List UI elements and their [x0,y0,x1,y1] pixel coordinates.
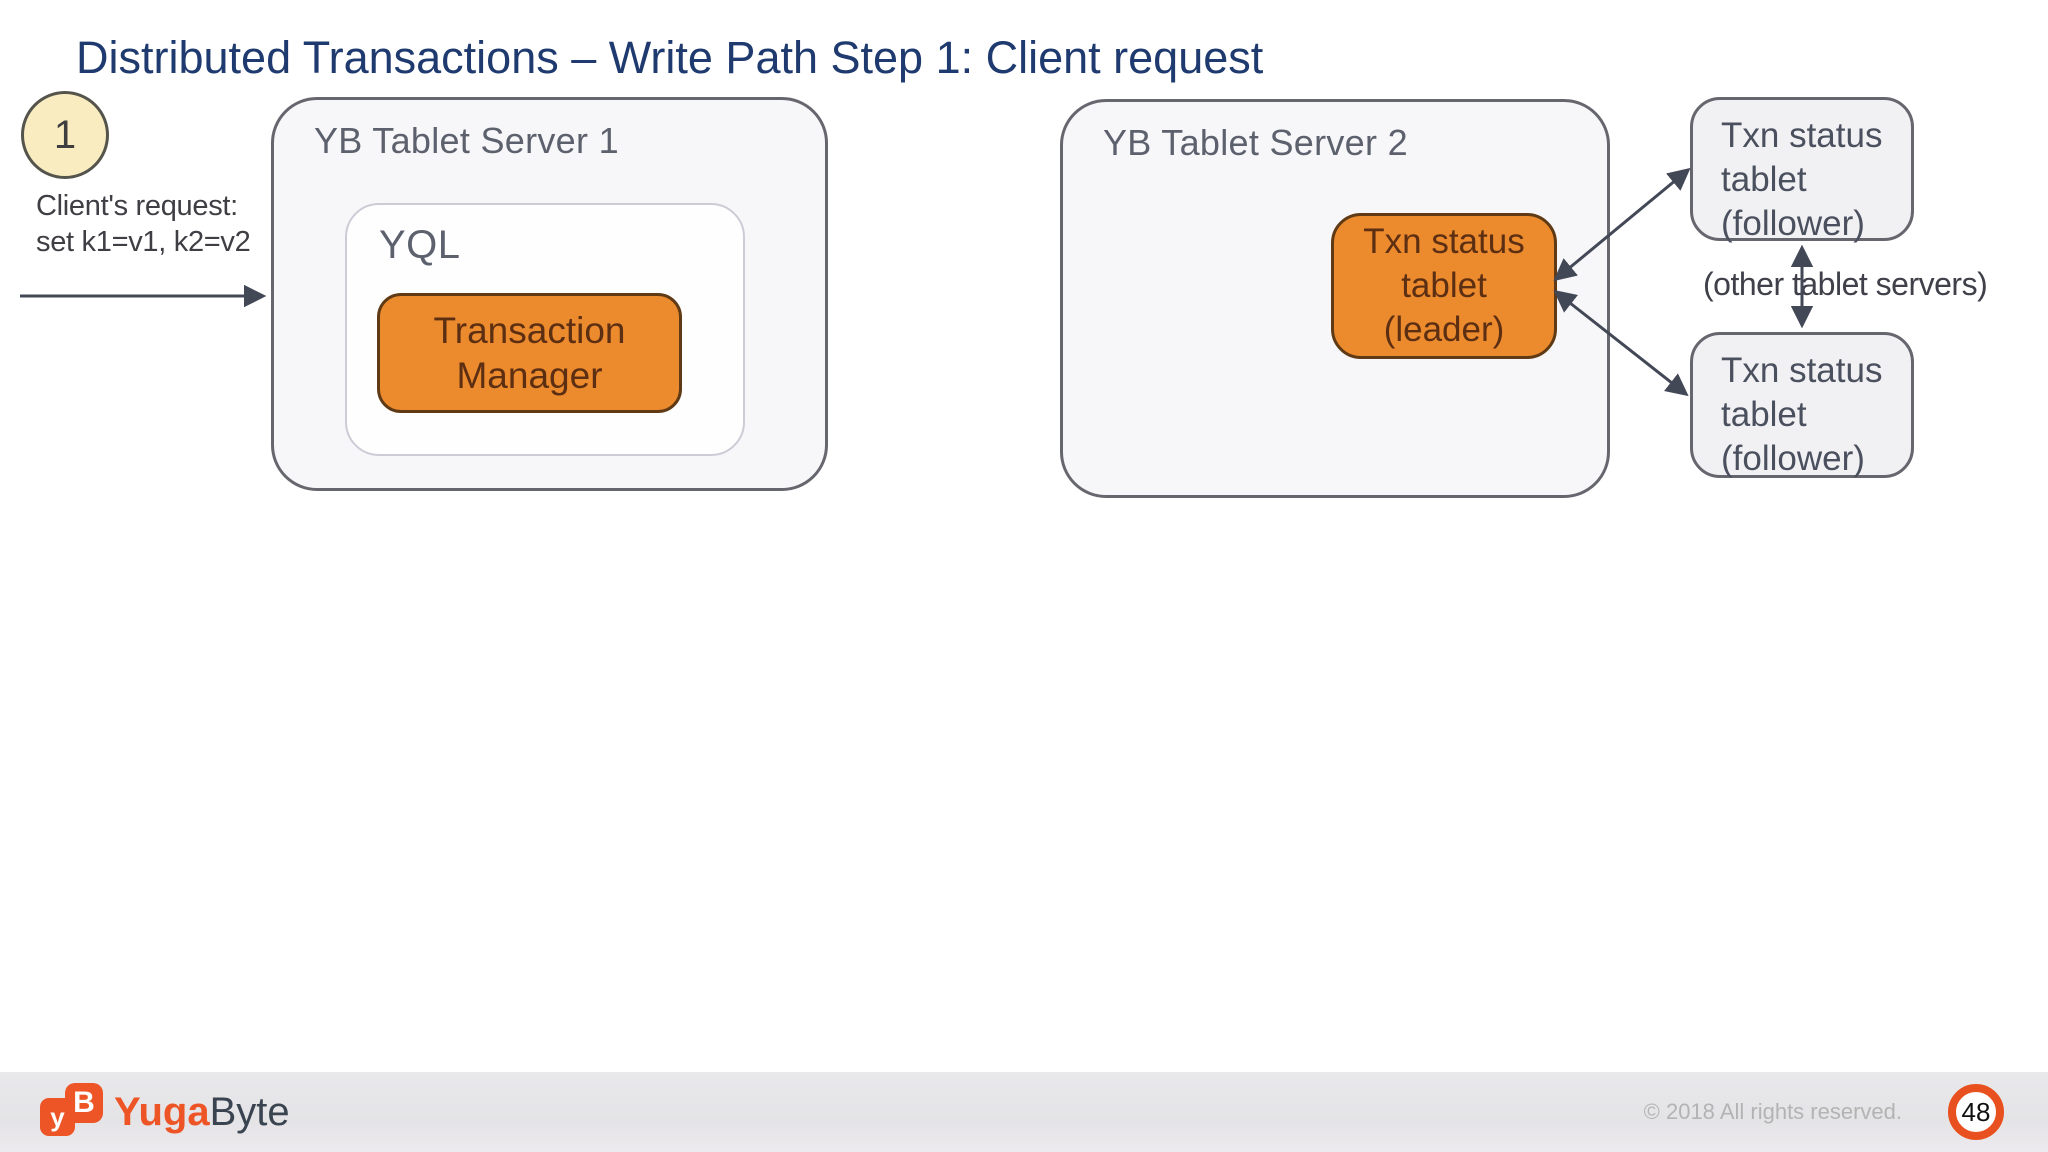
step-number: 1 [53,112,77,157]
logo-letter-y: y [40,1098,75,1136]
txn-status-tablet-leader-box: Txn status tablet (leader) [1331,213,1557,359]
brand-name-part2: Byte [209,1089,290,1134]
leader-line-1: Txn status [1363,222,1525,261]
slide-title: Distributed Transactions – Write Path St… [76,32,1264,83]
follower-top-line-2: tablet [1721,160,1807,199]
follower-bottom-line-1: Txn status [1721,351,1883,390]
copyright-text: © 2018 All rights reserved. [1643,1099,1902,1124]
client-request-line-1: Client's request: [36,190,238,222]
yugabyte-logo-icon: B y [40,1083,104,1141]
yb-tablet-server-2-box: YB Tablet Server 2 Txn status tablet (le… [1060,99,1610,498]
step-1-badge: 1 [21,91,109,179]
yb-tablet-server-1-box: YB Tablet Server 1 YQL Transaction Manag… [271,97,828,491]
brand-name-part1: Yuga [114,1089,210,1134]
follower-top-line-3: (follower) [1721,204,1865,243]
yb-tablet-server-1-label: YB Tablet Server 1 [314,120,619,161]
yql-label: YQL [379,223,461,267]
page-number: 48 [1961,1096,1991,1127]
leader-line-2: tablet [1401,266,1487,305]
yql-box: YQL Transaction Manager [345,203,745,456]
brand-name: YugaByte [114,1090,290,1135]
client-request-line-2: set k1=v1, k2=v2 [36,226,251,258]
client-request-caption: Client's request: set k1=v1, k2=v2 [36,188,251,260]
follower-bottom-line-2: tablet [1721,395,1807,434]
transaction-manager-line-1: Transaction [433,310,626,351]
yugabyte-logo: B y YugaByte [40,1083,290,1141]
transaction-manager-line-2: Manager [456,355,603,396]
footer-bar: B y YugaByte © 2018 All rights reserved.… [0,1072,2048,1152]
page-number-badge: 48 [1948,1084,2004,1140]
txn-status-tablet-follower-top-box: Txn status tablet (follower) [1690,97,1914,243]
follower-bottom-line-3: (follower) [1721,439,1865,478]
transaction-manager-box: Transaction Manager [377,293,682,413]
other-tablet-servers-note: (other tablet servers) [1703,266,1988,302]
yb-tablet-server-2-label: YB Tablet Server 2 [1103,122,1408,163]
follower-top-line-1: Txn status [1721,116,1883,155]
txn-status-tablet-follower-bottom-box: Txn status tablet (follower) [1690,332,1914,478]
leader-line-3: (leader) [1383,310,1505,349]
